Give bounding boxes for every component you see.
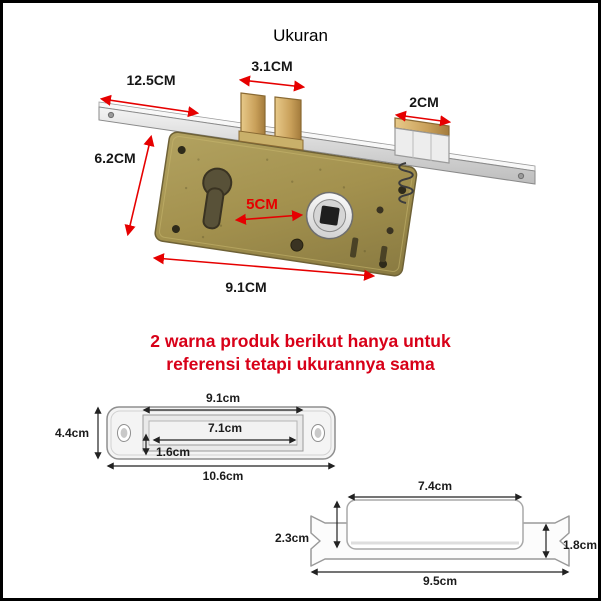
dim-arrow-body-width xyxy=(152,253,376,281)
dim-label-backset: 5CM xyxy=(246,196,278,213)
screw-hole xyxy=(171,225,180,234)
dim-label-body-height: 6.2CM xyxy=(94,150,135,166)
lock-faceplate xyxy=(98,106,536,185)
dim-label-base-plate-width: 9.5cm xyxy=(423,574,457,588)
dim-label-box-width: 7.4cm xyxy=(418,479,452,493)
screw-hole xyxy=(379,260,388,269)
dim-label-plate-height: 4.4cm xyxy=(55,426,89,440)
dim-label-latch-width: 3.1CM xyxy=(251,58,292,74)
dim-label-slot-width: 7.1cm xyxy=(208,421,242,435)
faceplate-screw-hole-right xyxy=(517,172,525,180)
dim-arrow-latch-width xyxy=(238,75,306,92)
latch-bolt xyxy=(238,92,304,151)
case-slot xyxy=(379,245,388,263)
strike-box-diagram: 7.4cm 2.3cm 1.8cm 9.5cm xyxy=(275,479,597,588)
screw-hole-left-inner xyxy=(120,428,128,438)
dim-label-inner-top-width: 9.1cm xyxy=(206,391,240,405)
strike-plate-diagram: 9.1cm 7.1cm 1.6cm 4.4cm 10.6cm xyxy=(55,391,336,483)
page-title: Ukuran xyxy=(273,26,328,45)
case-slot xyxy=(349,237,359,258)
dimension-diagrams: 12.5CM 3.1CM 2CM 6.2CM 5CM 9.1CM 9.1cm 7… xyxy=(55,58,597,588)
case-hole xyxy=(376,206,384,214)
screw-hole xyxy=(398,186,407,195)
spindle-square-hole xyxy=(319,205,340,226)
keyhole-slot xyxy=(202,187,225,230)
deadbolt xyxy=(394,117,450,164)
dim-arrow-faceplate-length xyxy=(99,94,200,118)
note-line-1: 2 warna produk berikut hanya untuk xyxy=(150,331,451,351)
screw-hole xyxy=(177,145,186,154)
faceplate-screw-hole-left xyxy=(107,111,115,119)
dim-arrow-backset xyxy=(234,210,304,225)
dim-arrow-deadbolt-width xyxy=(394,110,452,127)
case-hole xyxy=(386,227,394,235)
screw-hole-right-inner xyxy=(314,428,322,438)
dim-label-faceplate-length: 12.5CM xyxy=(126,72,175,88)
dim-label-plate-height-r: 1.8cm xyxy=(563,538,597,552)
dim-label-body-width: 9.1CM xyxy=(225,279,266,295)
deadbolt-spring xyxy=(398,162,414,204)
lock-diagram: 12.5CM 3.1CM 2CM 6.2CM 5CM 9.1CM xyxy=(94,58,536,295)
dim-label-slot-height: 1.6cm xyxy=(156,445,190,459)
dim-arrow-body-height xyxy=(124,134,155,237)
lock-body-group xyxy=(154,131,418,277)
dim-label-deadbolt-width: 2CM xyxy=(409,94,439,110)
dim-label-box-height: 2.3cm xyxy=(275,531,309,545)
note-line-2: referensi tetapi ukurannya sama xyxy=(166,354,435,374)
hub-pin-hole xyxy=(290,238,304,252)
dim-label-plate-width: 10.6cm xyxy=(203,469,244,483)
color-reference-note: 2 warna produk berikut hanya untuk refer… xyxy=(3,330,598,376)
